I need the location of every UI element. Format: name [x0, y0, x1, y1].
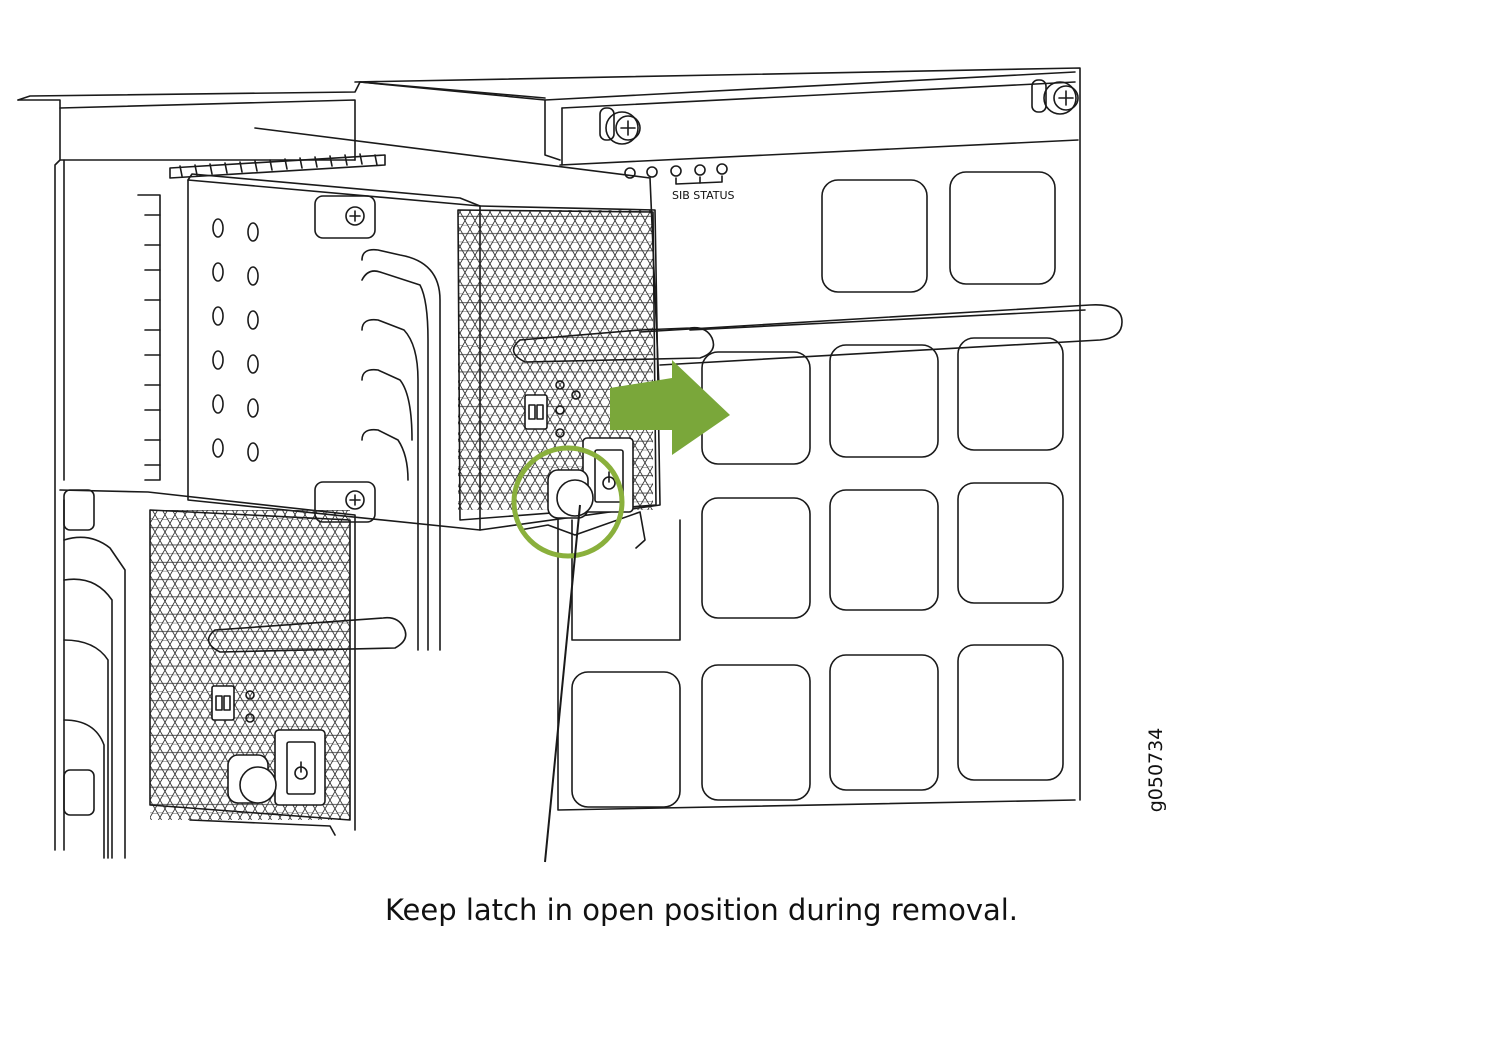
captive-screw-icon [599, 107, 641, 145]
panel-handle [639, 304, 1123, 366]
sib-status-label: SIB STATUS [672, 189, 735, 202]
captive-screw-icon [1031, 79, 1079, 115]
direction-arrow-icon [610, 360, 730, 455]
callout-leader-line [544, 504, 581, 863]
latch-highlight-icon [511, 445, 625, 559]
sib-status-leds [624, 163, 728, 185]
power-supply-lower [59, 489, 407, 859]
front-panel [557, 139, 1079, 811]
diagram-caption: Keep latch in open position during remov… [384, 893, 1019, 927]
figure-id: g050734 [1145, 727, 1167, 813]
dip-switch-icon [211, 685, 235, 721]
dip-switch-icon [524, 394, 548, 430]
latch-knob [519, 469, 646, 549]
